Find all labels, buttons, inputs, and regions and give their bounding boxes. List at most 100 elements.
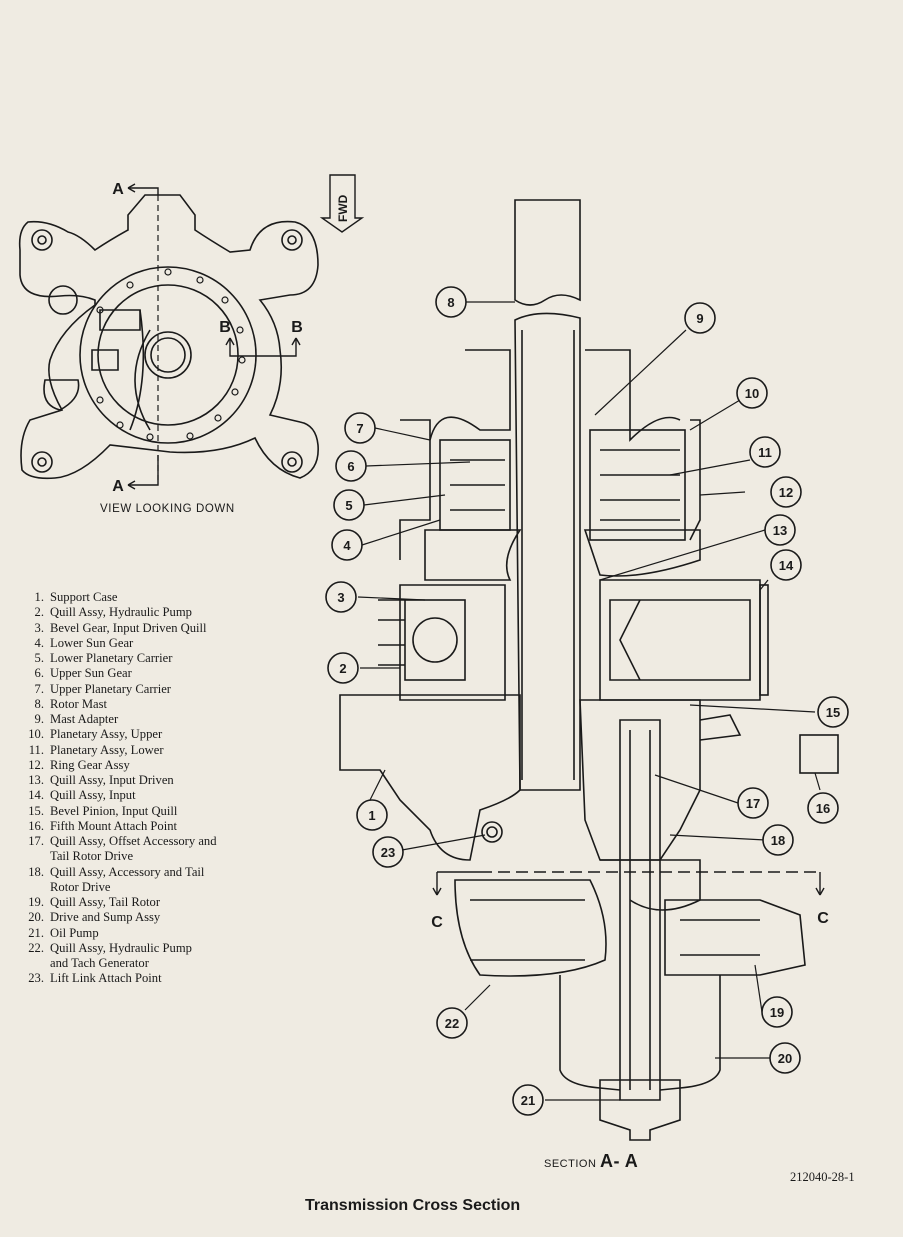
top-view-drawing xyxy=(18,183,319,490)
legend-item: 15. Bevel Pinion, Input Quill xyxy=(14,804,264,819)
legend-item-text: Ring Gear Assy xyxy=(50,757,130,772)
legend-item: 17. Quill Assy, Offset Accessory and xyxy=(14,834,264,849)
legend-item: 16. Fifth Mount Attach Point xyxy=(14,819,264,834)
callout-19: 19 xyxy=(770,1005,784,1020)
legend-item-text: Support Case xyxy=(50,590,118,604)
callout-6: 6 xyxy=(347,459,354,474)
section-marker-b-left: B xyxy=(219,319,231,336)
legend-item-number: 2. xyxy=(34,605,44,620)
callout-12: 12 xyxy=(779,485,793,500)
legend-item: 13. Quill Assy, Input Driven xyxy=(14,773,264,788)
legend-item: 11. Planetary Assy, Lower xyxy=(14,743,264,758)
legend-item: 14. Quill Assy, Input xyxy=(14,788,264,803)
callout-7: 7 xyxy=(356,421,363,436)
legend-item: 18. Quill Assy, Accessory and Tail xyxy=(14,865,264,880)
legend-item-number: 23. xyxy=(28,971,44,986)
legend-item: 4.Lower Sun Gear xyxy=(14,636,264,651)
callout-18: 18 xyxy=(771,833,785,848)
legend-item-text: Drive and Sump Assy xyxy=(50,910,161,925)
legend-item-number: 10. xyxy=(28,727,44,742)
legend-item-text: Bevel Gear, Input Driven Quill xyxy=(50,620,207,635)
section-view-drawing xyxy=(339,199,839,1141)
legend-item-text: Mast Adapter xyxy=(50,712,119,726)
legend-item-text: Lower Planetary Carrier xyxy=(50,651,173,665)
legend-item-number: 21. xyxy=(28,925,44,940)
callout-14: 14 xyxy=(779,558,794,573)
callout-22: 22 xyxy=(445,1016,459,1031)
legend-item: 6.Upper Sun Gear xyxy=(14,666,264,681)
callout-23: 23 xyxy=(381,845,395,860)
callout-3: 3 xyxy=(337,590,344,605)
legend-item-number: 11. xyxy=(28,742,44,757)
section-marker-c-left: C xyxy=(431,914,443,931)
legend-item-text: Rotor Mast xyxy=(50,696,108,711)
callout-9: 9 xyxy=(696,311,703,326)
legend-item: 10.Planetary Assy, Upper xyxy=(14,727,264,742)
figure-title: Transmission Cross Section xyxy=(305,1197,521,1214)
section-marker-a-bottom: A xyxy=(112,478,124,495)
legend-item-number: 15. xyxy=(28,803,44,818)
legend-item-number: 18. xyxy=(28,864,44,879)
legend-item-number: 8. xyxy=(34,696,44,711)
section-caption: SECTION A- A xyxy=(544,1151,638,1172)
fwd-arrow xyxy=(319,174,365,233)
legend-item-text: Quill Assy, Tail Rotor xyxy=(50,895,161,909)
legend-item: and Tach Generator xyxy=(14,956,264,971)
callout-15: 15 xyxy=(826,705,840,720)
legend-item-number xyxy=(14,956,50,971)
parts-legend: 1. Support Case 2. Quill Assy, Hydraulic Pu… xyxy=(14,590,264,987)
legend-item-text: Quill Assy, Input xyxy=(50,788,136,803)
legend-item-text: Planetary Assy, Lower xyxy=(50,742,164,757)
legend-item: 20. Drive and Sump Assy xyxy=(14,910,264,925)
section-caption-prefix: SECTION xyxy=(544,1158,597,1170)
legend-item-number: 1. xyxy=(34,590,44,604)
legend-item-number: 6. xyxy=(34,666,44,681)
legend-item-text: Tail Rotor Drive xyxy=(50,849,134,864)
legend-item: 7.Upper Planetary Carrier xyxy=(14,682,264,697)
legend-item-number: 22. xyxy=(28,940,44,955)
legend-item: 23. Lift Link Attach Point xyxy=(14,971,264,986)
figure-number: 212040-28-1 xyxy=(790,1170,855,1184)
callout-16: 16 xyxy=(816,801,830,816)
legend-item-number: 13. xyxy=(28,773,44,787)
legend-item-text: Oil Pump xyxy=(50,925,99,940)
legend-item: 22. Quill Assy, Hydraulic Pump xyxy=(14,941,264,956)
legend-item-text: Quill Assy, Accessory and Tail xyxy=(50,864,205,879)
legend-item-number: 17. xyxy=(28,834,44,848)
view-caption: VIEW LOOKING DOWN xyxy=(100,503,235,515)
legend-item-number: 12. xyxy=(28,757,44,772)
legend-item-text: Lift Link Attach Point xyxy=(50,971,162,986)
legend-item-number: 7. xyxy=(34,681,44,696)
legend-item-number: 14. xyxy=(28,788,44,803)
section-marker-b-right: B xyxy=(291,319,303,336)
legend-item-number: 5. xyxy=(34,651,44,665)
legend-item: 9. Mast Adapter xyxy=(14,712,264,727)
leader-lines xyxy=(357,301,821,1101)
legend-item: Rotor Drive xyxy=(14,880,264,895)
legend-item-number: 9. xyxy=(34,712,44,726)
legend-item-text: Lower Sun Gear xyxy=(50,635,134,650)
callouts xyxy=(325,286,849,1116)
legend-item-number: 20. xyxy=(28,910,44,925)
legend-item: Tail Rotor Drive xyxy=(14,849,264,864)
legend-item: 3. Bevel Gear, Input Driven Quill xyxy=(14,621,264,636)
legend-item-number: 19. xyxy=(28,895,44,909)
legend-item-text: Quill Assy, Hydraulic Pump xyxy=(50,605,192,620)
legend-item-text: Fifth Mount Attach Point xyxy=(50,818,177,833)
legend-item: 12. Ring Gear Assy xyxy=(14,758,264,773)
callout-11: 11 xyxy=(758,445,772,460)
section-caption-letters: A- A xyxy=(599,1151,639,1171)
callout-1: 1 xyxy=(368,808,375,823)
callout-10: 10 xyxy=(745,386,759,401)
callout-4: 4 xyxy=(343,538,351,553)
legend-item-number: 3. xyxy=(34,620,44,635)
legend-item-text: Quill Assy, Offset Accessory and xyxy=(50,834,217,848)
callout-20: 20 xyxy=(778,1051,792,1066)
legend-item-text: Quill Assy, Hydraulic Pump xyxy=(50,940,192,955)
legend-item-text: Quill Assy, Input Driven xyxy=(50,773,174,787)
legend-item-text: Bevel Pinion, Input Quill xyxy=(50,803,178,818)
legend-item-number: 16. xyxy=(28,818,44,833)
